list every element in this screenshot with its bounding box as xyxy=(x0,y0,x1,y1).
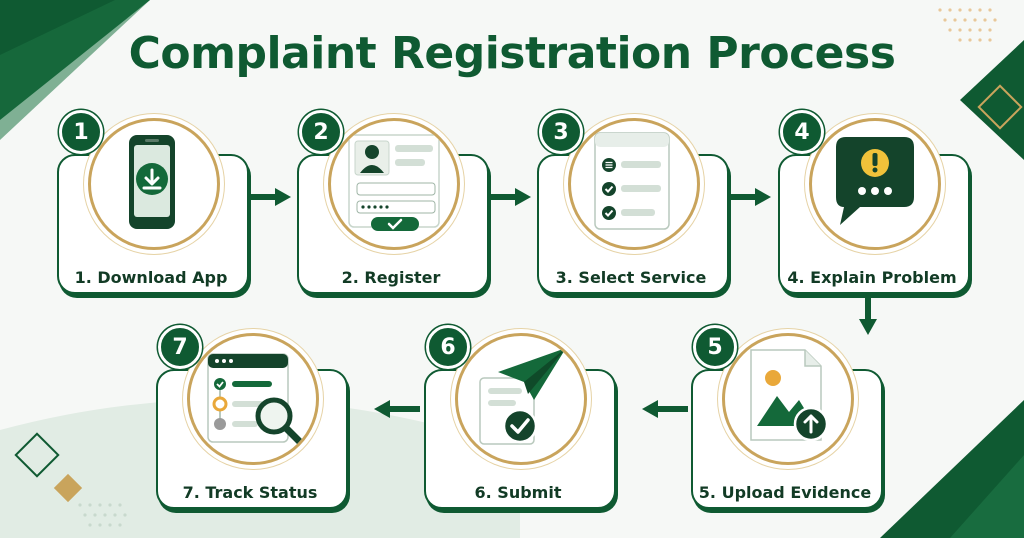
step-number-badge: 6 xyxy=(426,325,470,369)
arrow-left-5-to-6 xyxy=(642,400,688,418)
step-number-badge: 2 xyxy=(299,110,343,154)
arrow-left-6-to-7 xyxy=(374,400,420,418)
step-medal xyxy=(568,118,700,250)
step-select-service: 3 3. Select Service xyxy=(537,110,729,306)
track-status-magnifier-icon xyxy=(207,353,304,446)
step-explain-problem: 4 4. Explain Problem xyxy=(778,110,970,306)
step-number-badge: 3 xyxy=(539,110,583,154)
paper-plane-submit-icon xyxy=(479,348,566,445)
step-label: 3. Select Service xyxy=(555,268,707,287)
service-checklist-icon xyxy=(594,132,670,230)
step-label: 2. Register xyxy=(341,268,441,287)
arrow-down-4-to-5 xyxy=(859,295,877,335)
step-number-badge: 5 xyxy=(693,325,737,369)
step-label: 4. Explain Problem xyxy=(787,268,957,287)
arrow-right-3-to-4 xyxy=(731,188,771,206)
step-download-app: 1 1. Download App xyxy=(57,110,249,306)
image-upload-icon xyxy=(750,349,829,442)
step-label: 7. Track Status xyxy=(182,483,318,502)
step-medal xyxy=(88,118,220,250)
step-number-badge: 4 xyxy=(780,110,824,154)
arrow-right-1-to-2 xyxy=(251,188,291,206)
step-medal xyxy=(187,333,319,465)
step-label: 5. Upload Evidence xyxy=(698,483,872,502)
page-title: Complaint Registration Process xyxy=(128,28,896,79)
step-label: 6. Submit xyxy=(474,483,562,502)
step-medal xyxy=(455,333,587,465)
step-medal xyxy=(722,333,854,465)
step-track-status: 7 7. Track Status xyxy=(156,325,348,521)
step-number-badge: 7 xyxy=(158,325,202,369)
registration-form-icon xyxy=(348,134,440,231)
arrow-right-2-to-3 xyxy=(491,188,531,206)
alert-speech-bubble-icon xyxy=(836,137,914,225)
step-medal xyxy=(809,118,941,250)
step-submit: 6 6. Submit xyxy=(424,325,616,521)
step-number-badge: 1 xyxy=(59,110,103,154)
phone-download-icon xyxy=(129,135,175,229)
step-label: 1. Download App xyxy=(74,268,228,287)
step-register: 2 2. Register xyxy=(297,110,489,306)
step-upload-evidence: 5 5. Upload Evidence xyxy=(691,325,883,521)
step-medal xyxy=(328,118,460,250)
